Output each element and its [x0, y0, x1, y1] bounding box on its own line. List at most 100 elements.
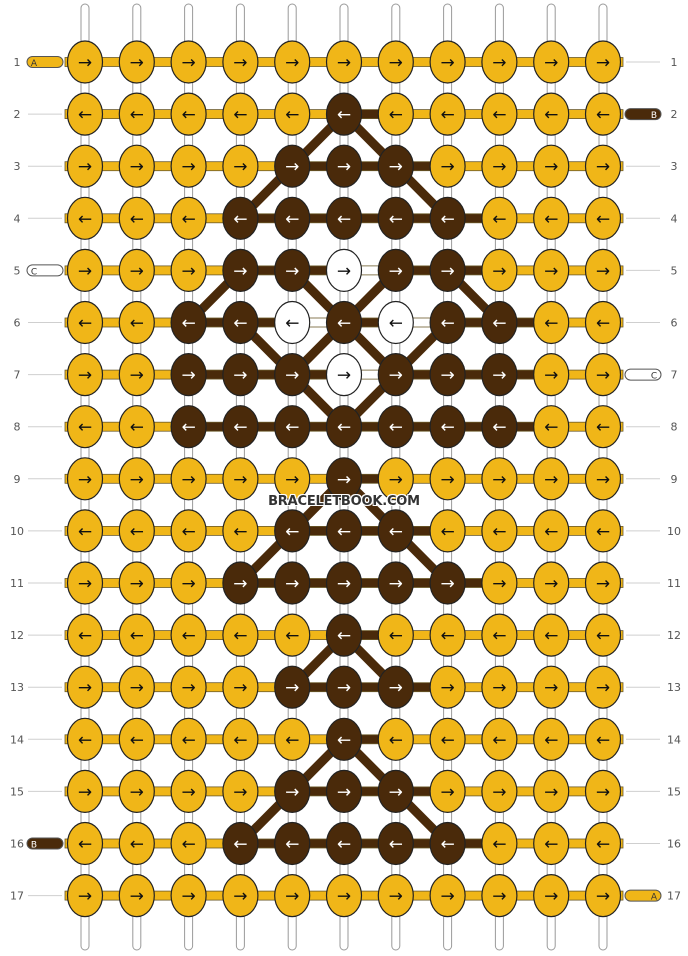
knot	[377, 248, 414, 292]
knot	[377, 769, 414, 814]
arrow-right-icon: →	[130, 678, 144, 698]
arrow-right-icon: →	[285, 678, 299, 698]
arrow-right-icon: →	[596, 470, 610, 490]
knot	[481, 769, 518, 814]
knot	[533, 561, 570, 605]
row-number-right: 15	[667, 785, 681, 798]
arrow-left-icon: ←	[389, 835, 403, 855]
arrow-right-icon: →	[596, 887, 610, 907]
knot	[118, 353, 155, 397]
arrow-left-icon: ←	[130, 626, 144, 646]
arrow-left-icon: ←	[181, 626, 195, 646]
arrow-left-icon: ←	[181, 418, 195, 438]
knot	[377, 509, 414, 553]
arrow-left-icon: ←	[130, 105, 144, 125]
knot	[584, 665, 622, 709]
knot	[377, 821, 414, 866]
knot	[222, 40, 259, 84]
arrow-right-icon: →	[492, 53, 506, 73]
knot	[533, 405, 570, 449]
row-number-left: 2	[14, 108, 21, 121]
arrow-left-icon: ←	[285, 209, 299, 229]
arrow-right-icon: →	[389, 782, 403, 802]
knot	[429, 144, 466, 188]
arrow-left-icon: ←	[389, 314, 403, 334]
knot	[170, 144, 207, 188]
knot	[584, 144, 622, 188]
knot	[429, 717, 466, 761]
knot	[533, 144, 570, 188]
arrow-left-icon: ←	[130, 209, 144, 229]
arrow-right-icon: →	[181, 678, 195, 698]
arrow-left-icon: ←	[544, 314, 558, 334]
knot	[66, 561, 104, 605]
knot	[533, 457, 570, 501]
knot	[325, 769, 363, 814]
knot	[481, 873, 518, 918]
arrow-right-icon: →	[440, 678, 454, 698]
knot	[66, 717, 104, 761]
knot	[118, 248, 155, 292]
knot	[533, 353, 570, 397]
arrow-left-icon: ←	[78, 835, 92, 855]
arrow-left-icon: ←	[233, 209, 247, 229]
knot	[66, 248, 104, 292]
arrow-right-icon: →	[181, 470, 195, 490]
knot	[222, 769, 259, 814]
knot	[118, 40, 155, 84]
arrow-left-icon: ←	[337, 522, 351, 542]
knot	[481, 717, 518, 761]
knot	[274, 92, 311, 136]
knot	[118, 613, 155, 657]
arrow-left-icon: ←	[78, 209, 92, 229]
knot	[222, 405, 259, 449]
arrow-left-icon: ←	[337, 209, 351, 229]
knot	[118, 457, 155, 501]
arrow-right-icon: →	[337, 678, 351, 698]
arrow-right-icon: →	[233, 782, 247, 802]
arrow-right-icon: →	[285, 366, 299, 386]
row-number-right: 10	[667, 525, 681, 538]
knot	[170, 821, 207, 866]
arrow-left-icon: ←	[389, 626, 403, 646]
strand-tab-a	[624, 889, 662, 902]
arrow-right-icon: →	[181, 782, 195, 802]
arrow-left-icon: ←	[544, 522, 558, 542]
row-number-left: 16	[10, 838, 24, 851]
arrow-right-icon: →	[130, 574, 144, 594]
arrow-right-icon: →	[492, 782, 506, 802]
arrow-left-icon: ←	[181, 105, 195, 125]
arrow-left-icon: ←	[130, 418, 144, 438]
arrow-right-icon: →	[389, 366, 403, 386]
knot	[377, 92, 414, 136]
knot	[222, 92, 259, 136]
arrow-right-icon: →	[389, 574, 403, 594]
arrow-left-icon: ←	[596, 314, 610, 334]
knot	[533, 873, 570, 918]
knot	[325, 405, 363, 449]
row-number-right: 6	[671, 317, 678, 330]
arrow-left-icon: ←	[337, 835, 351, 855]
arrow-left-icon: ←	[440, 626, 454, 646]
arrow-right-icon: →	[389, 261, 403, 281]
knot	[274, 717, 311, 761]
knot	[66, 353, 104, 397]
knot	[66, 821, 104, 866]
knot	[274, 144, 311, 188]
row-number-left: 13	[10, 681, 24, 694]
arrow-right-icon: →	[233, 53, 247, 73]
arrow-right-icon: →	[130, 261, 144, 281]
knot	[118, 92, 155, 136]
row-number-left: 12	[10, 629, 24, 642]
knot	[377, 144, 414, 188]
arrow-left-icon: ←	[130, 835, 144, 855]
arrow-right-icon: →	[78, 470, 92, 490]
strand-tab-b	[624, 108, 662, 121]
arrow-left-icon: ←	[285, 418, 299, 438]
strand-tab-c	[26, 264, 64, 277]
knot	[274, 509, 311, 553]
knot	[481, 665, 518, 709]
knot	[170, 248, 207, 292]
row-number-left: 8	[14, 421, 21, 434]
